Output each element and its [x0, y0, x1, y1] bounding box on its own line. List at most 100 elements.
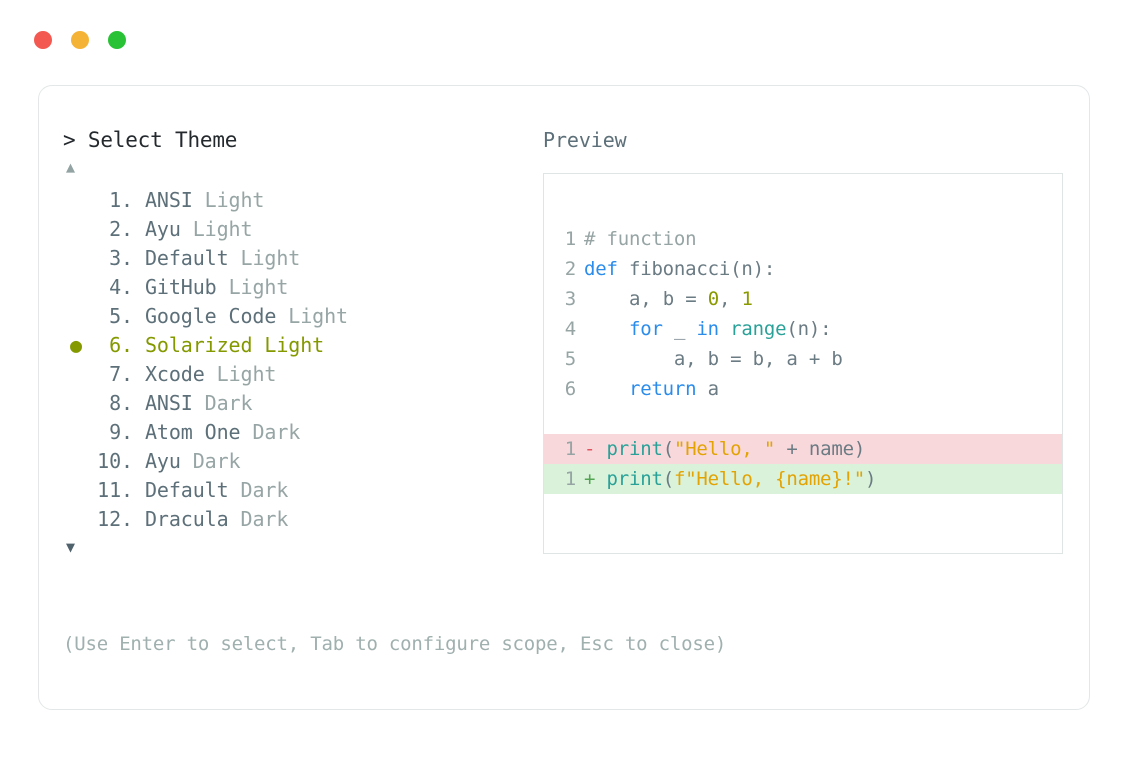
minimize-dot[interactable]	[71, 31, 89, 49]
diff-space	[595, 438, 606, 460]
selected-bullet-icon: ●	[70, 333, 82, 357]
theme-list-item[interactable]: 4. GitHub Light	[63, 273, 533, 302]
theme-item-name: Default	[144, 246, 229, 270]
theme-list-item[interactable]: 5. Google Code Light	[63, 302, 533, 331]
theme-list-item[interactable]: 12. Dracula Dark	[63, 505, 533, 534]
code-line: 3 a, b = 0, 1	[544, 284, 1062, 314]
code-line: 5 a, b = b, a + b	[544, 344, 1062, 374]
theme-item-index: 1.	[109, 188, 133, 212]
theme-item-index: 2.	[109, 217, 133, 241]
line-number: 1	[564, 468, 576, 490]
close-dot[interactable]	[34, 31, 52, 49]
line-number: 6	[564, 378, 576, 400]
theme-item-variant: Light	[192, 217, 253, 241]
preview-label: Preview	[543, 128, 627, 152]
code-token: in	[696, 318, 719, 340]
theme-list-item[interactable]: 2. Ayu Light	[63, 215, 533, 244]
code-token: a	[673, 348, 686, 370]
theme-item-variant: Dark	[240, 478, 289, 502]
code-line: 4 for _ in range(n):	[544, 314, 1062, 344]
theme-item-name: Solarized	[144, 333, 253, 357]
code-token: def	[584, 258, 618, 280]
theme-item-index: 11.	[97, 478, 133, 502]
theme-item-variant: Light	[216, 362, 277, 386]
theme-item-index: 12.	[97, 507, 133, 531]
code-token: )	[808, 318, 821, 340]
theme-item-index: 4.	[109, 275, 133, 299]
theme-item-name: Ayu	[144, 217, 181, 241]
theme-item-variant: Light	[240, 246, 301, 270]
code-token: a	[628, 288, 641, 310]
code-token: )	[865, 468, 877, 490]
code-line: 1# function	[544, 224, 1062, 254]
theme-item-variant: Light	[228, 275, 289, 299]
code-token: a	[707, 378, 719, 400]
line-number: 4	[564, 318, 576, 340]
theme-list-item[interactable]: 8. ANSI Dark	[63, 389, 533, 418]
theme-list-item[interactable]: 1. ANSI Light	[63, 186, 533, 215]
code-token: f"Hello, {name}!"	[673, 468, 866, 490]
diff-sign: +	[584, 468, 596, 490]
theme-item-name: Xcode	[144, 362, 205, 386]
theme-list-item[interactable]: 7. Xcode Light	[63, 360, 533, 389]
code-token: (	[786, 318, 798, 340]
theme-item-index: 6.	[109, 333, 133, 357]
code-line: 6 return a	[544, 374, 1062, 404]
code-token: _	[673, 318, 686, 340]
theme-item-name: Ayu	[144, 449, 181, 473]
theme-item-name: Dracula	[144, 507, 229, 531]
line-number: 2	[564, 258, 576, 280]
code-token: (	[662, 468, 674, 490]
keyboard-hint: (Use Enter to select, Tab to configure s…	[63, 633, 727, 655]
code-token: )	[752, 258, 764, 280]
theme-item-name: ANSI	[144, 391, 193, 415]
code-token: b	[707, 348, 719, 370]
theme-list-item[interactable]: 11. Default Dark	[63, 476, 533, 505]
theme-item-index: 7.	[109, 362, 133, 386]
scroll-down-icon[interactable]: ▼	[66, 538, 76, 556]
code-token: b	[662, 288, 674, 310]
theme-list-item[interactable]: ●6. Solarized Light	[63, 331, 533, 360]
code-token: n	[741, 258, 753, 280]
code-token: range	[730, 318, 787, 340]
theme-list-item[interactable]: 9. Atom One Dark	[63, 418, 533, 447]
code-token: "Hello, "	[673, 438, 776, 460]
scroll-up-icon[interactable]: ▲	[66, 158, 76, 176]
maximize-dot[interactable]	[108, 31, 126, 49]
theme-item-variant: Dark	[252, 420, 301, 444]
diff-line-added: 1 + print(f"Hello, {name}!")	[544, 464, 1062, 494]
code-token: ,	[718, 288, 731, 310]
diff-line-removed: 1- print("Hello, " + name)	[544, 434, 1062, 464]
code-token: )	[853, 438, 866, 460]
page-title: Select Theme	[87, 128, 238, 152]
code-token: for	[628, 318, 663, 340]
code-token: # function	[584, 228, 697, 250]
line-number: 1	[564, 438, 576, 460]
theme-list-item[interactable]: 10. Ayu Dark	[63, 447, 533, 476]
code-token: +	[786, 438, 798, 460]
line-number: 3	[564, 288, 576, 310]
code-token: 0	[707, 288, 719, 310]
code-token: print	[606, 468, 663, 490]
theme-item-variant: Light	[288, 304, 348, 328]
code-token: (	[662, 438, 674, 460]
theme-item-name: Atom One	[144, 420, 241, 444]
theme-item-index: 8.	[109, 391, 133, 415]
prompt-row: > Select Theme	[63, 126, 533, 154]
theme-item-variant: Dark	[240, 507, 289, 531]
code-token: return	[628, 378, 697, 400]
code-token: ,	[763, 348, 776, 370]
code-token: print	[606, 438, 663, 460]
code-token: =	[685, 288, 697, 310]
code-token: b	[831, 348, 843, 370]
theme-item-variant: Dark	[192, 449, 241, 473]
code-token: a	[786, 348, 798, 370]
code-token: b	[752, 348, 764, 370]
theme-list-item[interactable]: 3. Default Light	[63, 244, 533, 273]
code-spacer	[544, 404, 1062, 434]
window-controls	[34, 31, 126, 49]
